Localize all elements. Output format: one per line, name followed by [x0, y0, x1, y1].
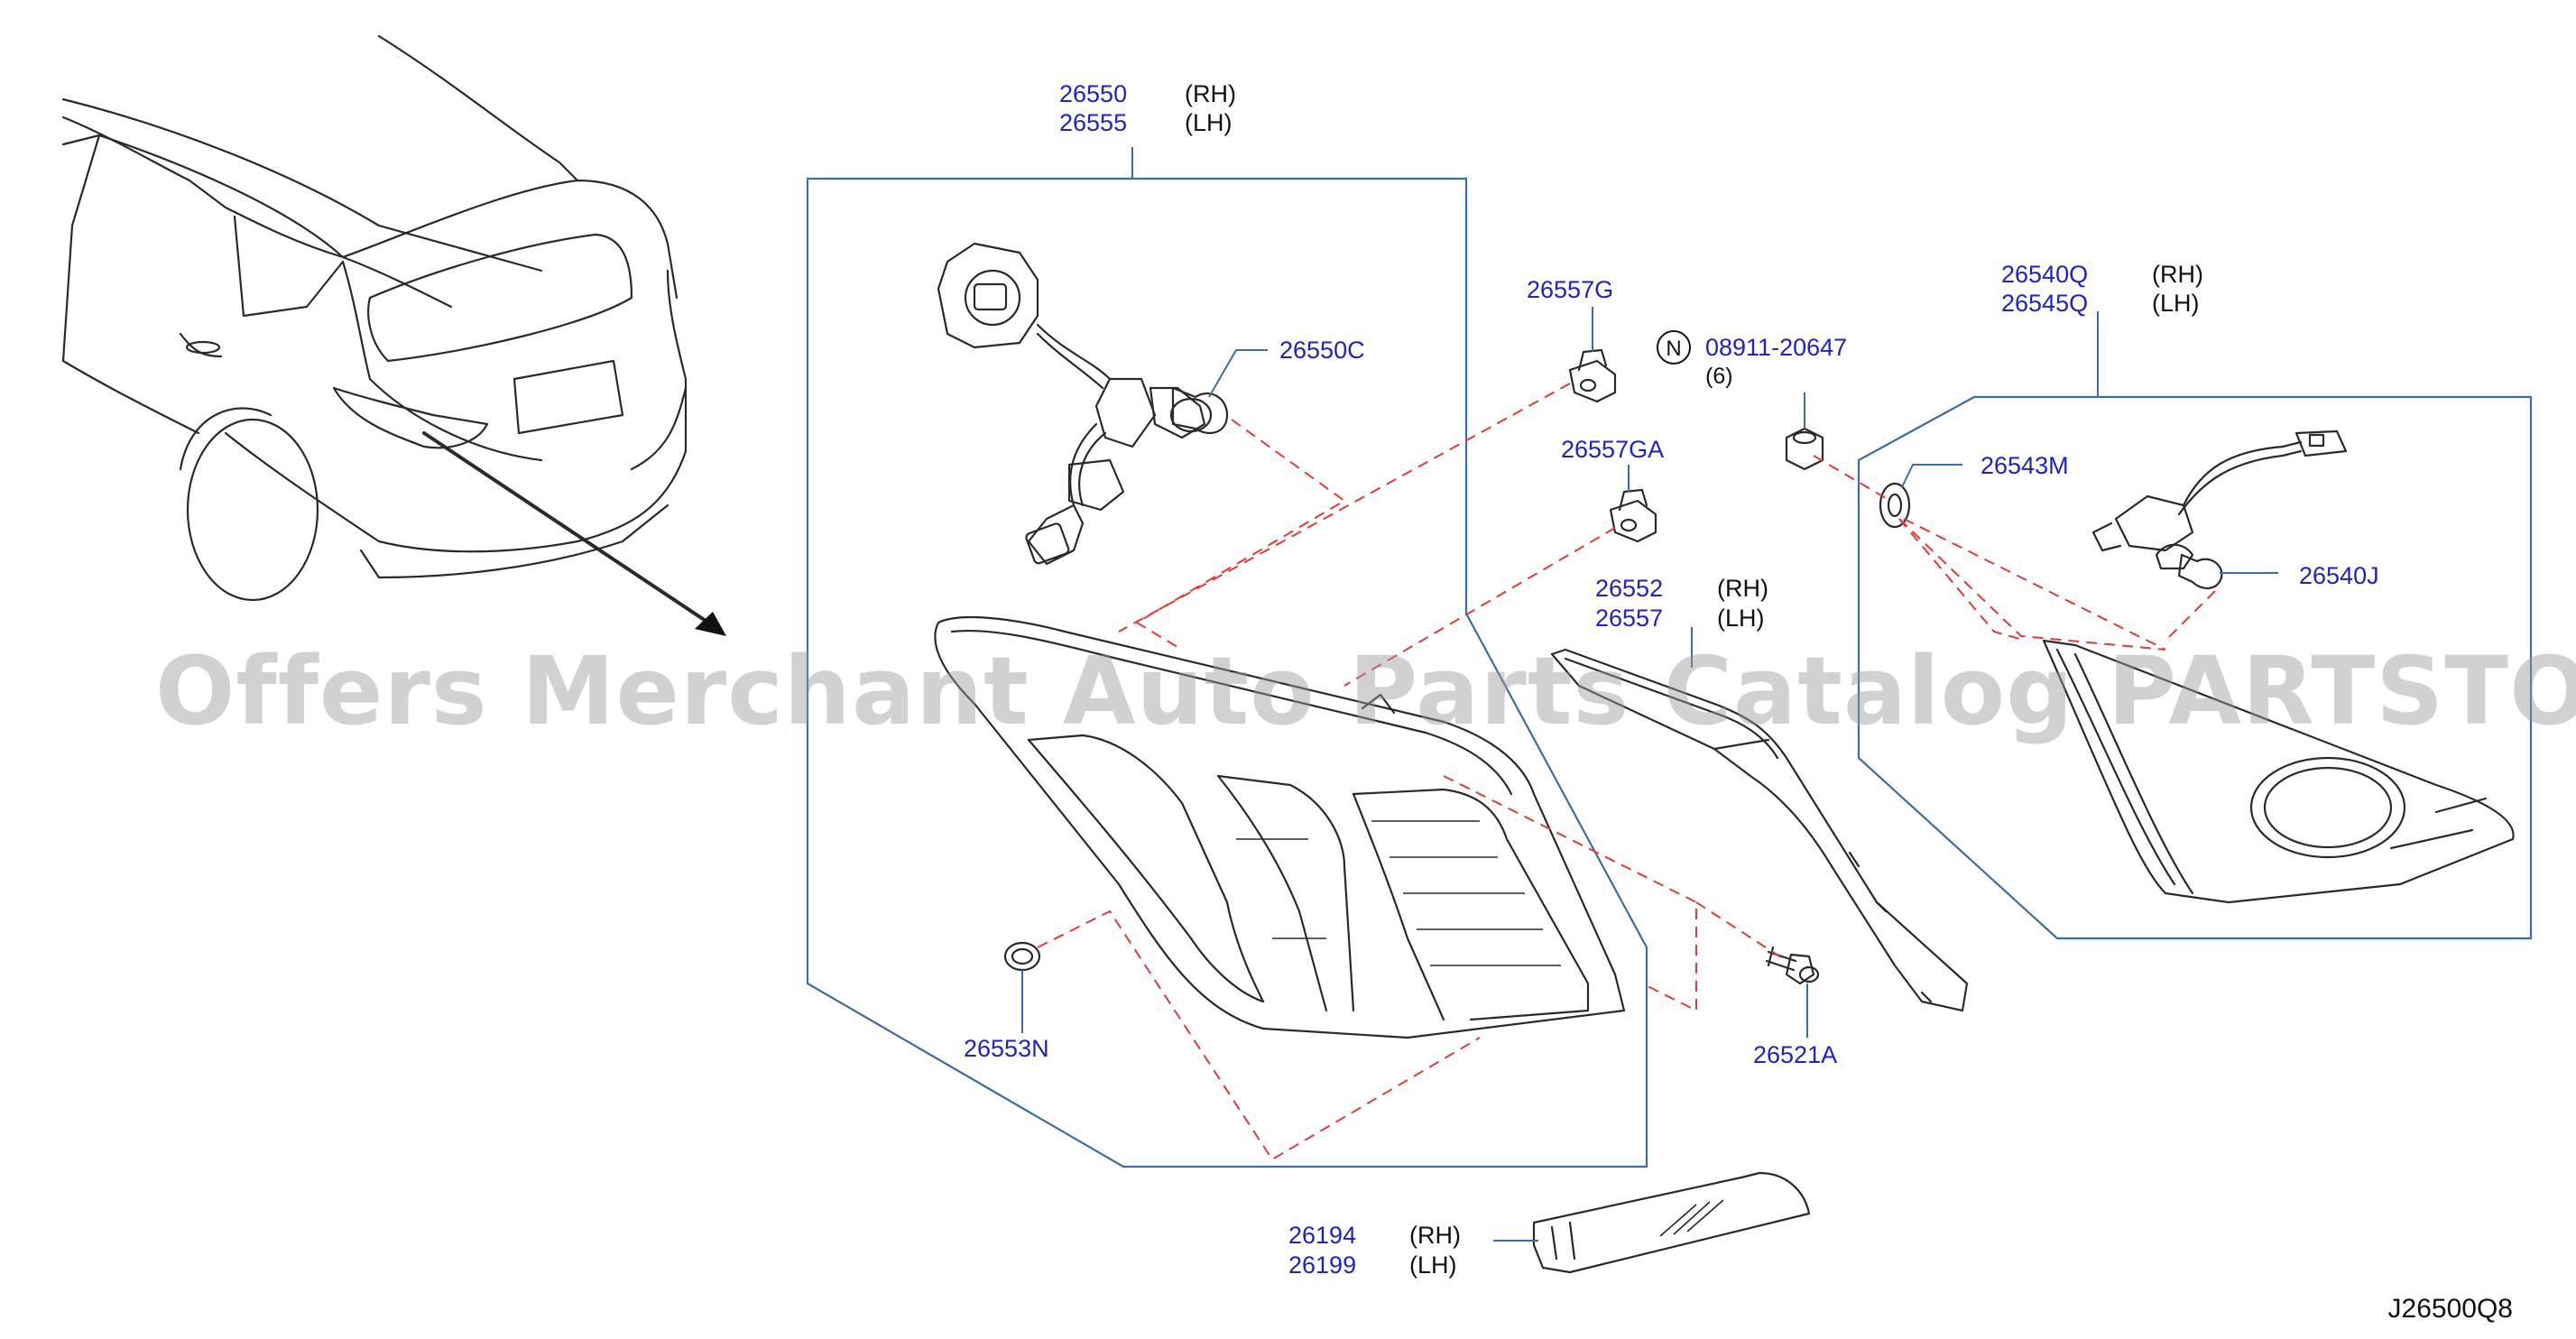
- assembly-guide-lines: [1037, 383, 2216, 1161]
- callout-26199[interactable]: 26199: [1288, 1251, 1356, 1279]
- callout-26555[interactable]: 26555: [1059, 109, 1127, 136]
- nut-08911-20647-part[interactable]: [1785, 427, 1824, 471]
- callout-26521a[interactable]: 26521A: [1753, 1041, 1837, 1068]
- callout-26550c[interactable]: 26550C: [1279, 337, 1365, 364]
- screw-26521a-part[interactable]: [1765, 946, 1820, 985]
- callout-26557g[interactable]: 26557G: [1527, 276, 1613, 303]
- callout-side-lh: (LH): [1409, 1251, 1457, 1279]
- clip-26557g-part[interactable]: [1568, 348, 1617, 403]
- inner-lamp-part[interactable]: [2042, 639, 2515, 904]
- callout-quantity: (6): [1705, 364, 1733, 389]
- seal-26553n-part[interactable]: [1003, 941, 1041, 972]
- callout-side-lh: (LH): [2152, 290, 2200, 317]
- inner-lamp-assembly-group: [1857, 311, 2533, 940]
- callout-side-rh: (RH): [1717, 575, 1768, 602]
- clip-26557ga-part[interactable]: [1609, 488, 1657, 543]
- callout-26552[interactable]: 26552: [1595, 575, 1663, 602]
- callout-26540q[interactable]: 26540Q: [2001, 261, 2088, 288]
- standard-part-mark: N: [1666, 337, 1681, 361]
- standard-part-marker: N: [1657, 330, 1691, 365]
- socket-harness-part[interactable]: [937, 242, 1213, 566]
- callout-side-rh: (RH): [1185, 80, 1236, 107]
- vehicle-rear-view: [61, 34, 726, 636]
- reflex-reflector-part[interactable]: [1532, 1171, 1811, 1274]
- callout-26540j[interactable]: 26540J: [2299, 562, 2379, 589]
- watermark-text: Offers Merchant Auto Parts Catalog PARTS…: [155, 636, 2576, 746]
- callout-26557[interactable]: 26557: [1595, 605, 1663, 632]
- finisher-part[interactable]: [1550, 648, 1969, 1012]
- callout-26557ga[interactable]: 26557GA: [1561, 436, 1664, 463]
- callout-08911-20647[interactable]: 08911-20647: [1705, 334, 1847, 361]
- callout-26543m[interactable]: 26543M: [1980, 452, 2069, 479]
- bulb-26540j-part[interactable]: [2177, 553, 2223, 589]
- callout-side-lh: (LH): [1185, 109, 1233, 136]
- bulb-26550c-part[interactable]: [1171, 386, 1229, 435]
- callout-26553n[interactable]: 26553N: [964, 1035, 1049, 1062]
- inner-socket-harness-part[interactable]: [2091, 429, 2348, 570]
- callout-26545q[interactable]: 26545Q: [2001, 290, 2088, 317]
- callout-side-rh: (RH): [1409, 1222, 1461, 1249]
- leader-lines: [1021, 307, 2278, 1242]
- callout-side-rh: (RH): [2152, 261, 2203, 288]
- diagram-code: J26500Q8: [2388, 1294, 2513, 1324]
- callout-26194[interactable]: 26194: [1288, 1222, 1356, 1249]
- washer-26543m-part[interactable]: [1879, 482, 1911, 529]
- callout-side-lh: (LH): [1717, 605, 1765, 632]
- rear-combination-lamp-part[interactable]: [934, 615, 1626, 1039]
- callout-26550[interactable]: 26550: [1059, 80, 1127, 107]
- tail-lamp-assembly-group: [806, 147, 1648, 1168]
